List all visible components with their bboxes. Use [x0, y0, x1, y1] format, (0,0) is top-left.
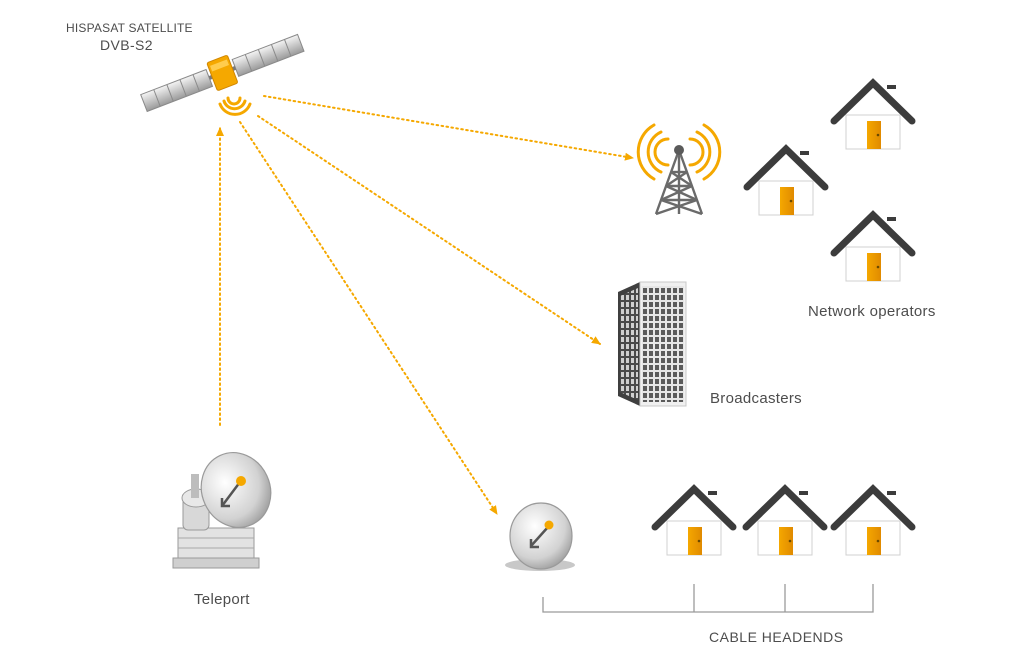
teleport-label: Teleport [194, 591, 250, 608]
satellite-standard-label: DVB-S2 [100, 37, 153, 53]
satellite-signal-icon [218, 96, 252, 116]
house-icon [830, 78, 916, 150]
office-building-icon [618, 281, 687, 407]
teleport-dish-icon [172, 452, 272, 569]
link-satellite-to-broadcasters [257, 115, 601, 345]
cable-headends-label: CABLE HEADENDS [709, 629, 844, 645]
antenna-tower-icon [636, 123, 722, 216]
link-satellite-to-network-operators [263, 95, 634, 161]
cable-headends-bracket [542, 584, 874, 613]
house-icon [830, 484, 916, 556]
satellite-name-label: HISPASAT SATELLITE [66, 21, 193, 35]
satellite-dish-icon [505, 502, 575, 571]
house-icon [651, 484, 737, 556]
house-icon [830, 210, 916, 282]
signal-links [216, 95, 634, 515]
broadcasters-label: Broadcasters [710, 390, 802, 407]
house-icon [743, 144, 829, 216]
satellite-icon [140, 33, 305, 113]
house-icon [742, 484, 828, 556]
network-operators-label: Network operators [808, 303, 936, 320]
link-satellite-to-cable-headend [239, 121, 498, 515]
